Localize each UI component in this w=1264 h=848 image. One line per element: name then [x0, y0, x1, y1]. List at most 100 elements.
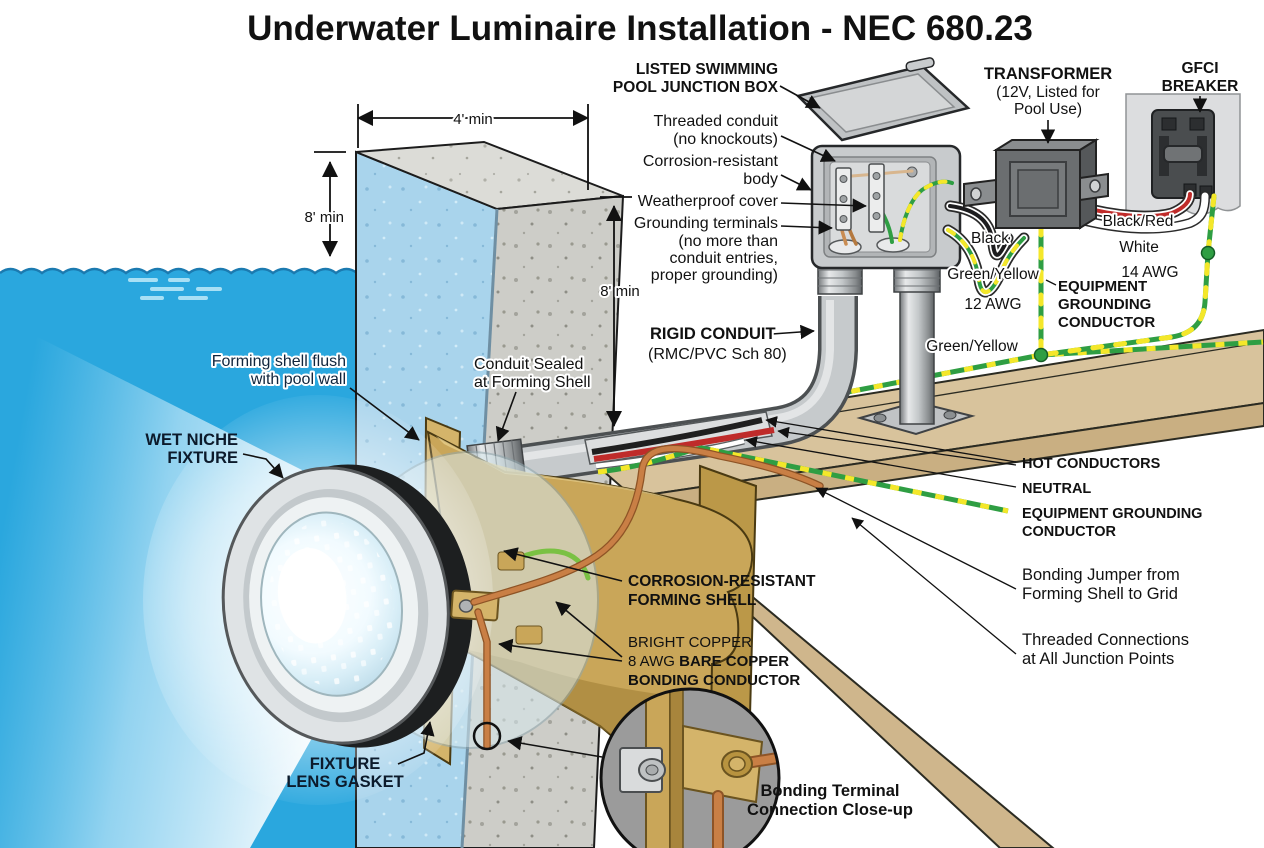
leader-hot-1	[765, 416, 1017, 463]
gfci-panel	[1125, 93, 1241, 218]
svg-text:(no more than: (no more than	[678, 233, 778, 250]
leader-hot-2	[777, 426, 1017, 466]
label-wire-greenyellow: Green/Yellow	[947, 266, 1039, 283]
svg-text:(12V, Listed for: (12V, Listed for	[996, 84, 1100, 101]
leader-gasket	[397, 721, 435, 765]
leader-neutral	[745, 436, 1017, 488]
label-bright-copper: BRIGHT COPPER	[628, 634, 752, 651]
leader-egc-transformer	[1045, 279, 1057, 286]
svg-text:FORMING SHELL: FORMING SHELL	[628, 592, 756, 609]
label-bare-copper: 8 AWG BARE COPPER	[628, 653, 789, 670]
labels: Underwater Luminaire Installation - NEC …	[145, 9, 1238, 819]
egc-junction-dot-lower	[1033, 347, 1049, 363]
egc-junction-dot-upper	[1200, 245, 1216, 261]
label-lens-gasket: FIXTURE	[310, 755, 381, 773]
label-conduit-sealed: Conduit Sealed	[474, 356, 583, 373]
leader-wet-niche	[242, 453, 284, 479]
svg-text:(no knockouts): (no knockouts)	[673, 131, 778, 148]
rigid-conduit	[493, 296, 1009, 514]
svg-text:conduit entries,: conduit entries,	[669, 250, 778, 267]
dimension-lines	[314, 104, 632, 428]
label-threaded-connections: Threaded Connections	[1022, 631, 1189, 649]
label-rigid-conduit: RIGID CONDUIT	[650, 325, 776, 343]
wire-black-red	[1076, 192, 1192, 219]
svg-text:Connection Close-up: Connection Close-up	[747, 801, 913, 819]
junction-box	[795, 57, 971, 295]
closeup-marker-circle	[472, 721, 502, 751]
label-wire-black: Black	[971, 230, 1009, 247]
leader-jb-heading	[779, 85, 821, 109]
leader-bonding-jumper	[815, 487, 1017, 590]
label-jb-heading: LISTED SWIMMING	[636, 61, 778, 78]
leader-flush	[349, 387, 420, 441]
label-bonding-jumper: Bonding Jumper from	[1022, 566, 1180, 584]
conduit-riser	[899, 267, 935, 425]
svg-text:LENS GASKET: LENS GASKET	[286, 773, 403, 791]
transformer	[963, 138, 1109, 230]
label-corrosion-body: Corrosion-resistant	[643, 153, 779, 170]
label-8ft-min-right: 8' min	[600, 283, 640, 300]
bonding-closeup	[507, 687, 781, 848]
svg-text:BREAKER: BREAKER	[1162, 78, 1239, 95]
svg-text:at All Junction Points: at All Junction Points	[1022, 650, 1174, 668]
label-8ft-min-left: 8' min	[304, 209, 344, 226]
water-ripples	[128, 278, 222, 300]
svg-text:FIXTURE: FIXTURE	[167, 449, 238, 467]
jb-lid-latch	[905, 57, 935, 72]
wet-niche-assembly	[0, 318, 758, 848]
copper-vertical	[475, 609, 490, 749]
label-grounding-terminals: Grounding terminals	[634, 215, 778, 232]
svg-text:GROUNDING: GROUNDING	[1058, 296, 1151, 313]
label-12awg: 12 AWG	[964, 296, 1021, 313]
leader-copper-b	[498, 638, 623, 662]
svg-text:(RMC/PVC Sch 80): (RMC/PVC Sch 80)	[648, 346, 787, 363]
leader-lines	[242, 85, 1208, 765]
label-closeup: Bonding Terminal	[760, 782, 899, 800]
svg-text:Forming Shell to Grid: Forming Shell to Grid	[1022, 585, 1178, 603]
bonding-conductor	[470, 444, 824, 751]
page-title: Underwater Luminaire Installation - NEC …	[247, 9, 1033, 48]
shell-highlight	[436, 436, 676, 500]
label-corrosion-shell: CORROSION-RESISTANT	[628, 573, 816, 590]
leader-sealed	[495, 391, 517, 442]
svg-text:body: body	[743, 171, 778, 188]
svg-text:CONDUCTOR: CONDUCTOR	[1058, 314, 1155, 331]
leader-jb-body	[780, 174, 812, 191]
wire-hot-red	[593, 427, 775, 462]
label-4ft-min: 4' min	[453, 111, 493, 128]
svg-text:CONDUCTOR: CONDUCTOR	[1022, 524, 1117, 540]
leader-corrosion-shell	[503, 547, 623, 582]
wires-transformer-to-gfci	[1033, 188, 1217, 363]
leader-jb-terminals	[780, 220, 833, 235]
label-bonding-conductor: BONDING CONDUCTOR	[628, 672, 800, 689]
label-egc-transformer: EQUIPMENT	[1058, 278, 1147, 295]
closeup-circle-outline	[599, 687, 781, 848]
label-white: White	[1119, 239, 1159, 256]
svg-text:with pool wall: with pool wall	[250, 371, 346, 388]
label-neutral: NEUTRAL	[1022, 481, 1091, 497]
label-forming-flush: Forming shell flush	[212, 353, 346, 370]
leader-jb-cover	[780, 198, 867, 213]
label-greenyellow-deck: Green/Yellow	[926, 338, 1018, 355]
leader-copper-a	[555, 601, 623, 658]
wires-jb-to-transformer	[942, 200, 1044, 358]
wire-white	[1074, 192, 1209, 233]
label-wet-niche: WET NICHE	[145, 431, 238, 449]
label-transformer: TRANSFORMER	[984, 65, 1112, 83]
copper-jumper	[471, 446, 823, 605]
label-blackred: Black/Red	[1103, 213, 1174, 230]
label-gfci: GFCI	[1181, 60, 1218, 77]
closeup-arrow	[507, 736, 603, 758]
breaker-toggle	[1163, 145, 1203, 163]
deck-conduit-stub	[856, 267, 976, 436]
svg-text:at Forming Shell: at Forming Shell	[474, 374, 591, 391]
fixture-lens	[221, 464, 473, 748]
leader-threaded-connections	[851, 517, 1017, 655]
leader-jb-threaded	[780, 135, 836, 162]
label-hot-conductors: HOT CONDUCTORS	[1022, 456, 1161, 472]
wire-black-12awg	[948, 204, 1010, 257]
leader-rigid-conduit	[771, 324, 815, 340]
label-egc-right: EQUIPMENT GROUNDING	[1022, 506, 1202, 522]
